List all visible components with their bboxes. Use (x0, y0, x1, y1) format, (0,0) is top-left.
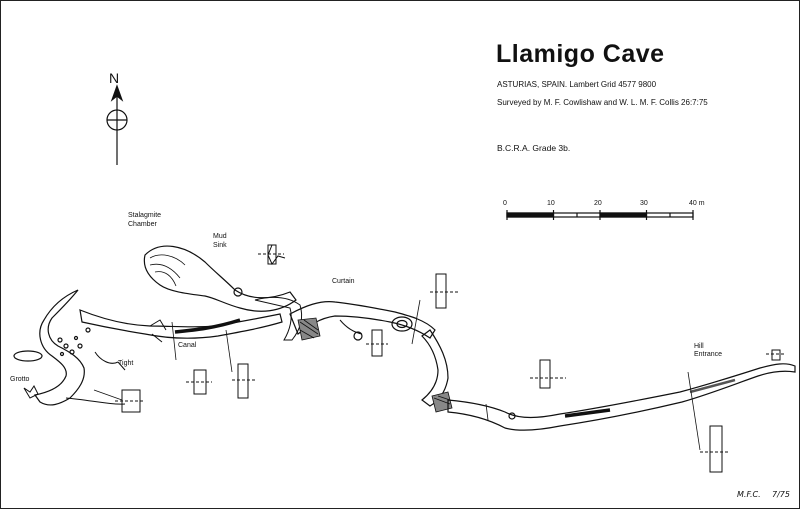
label-chamber: Chamber (128, 221, 157, 228)
scale-tick-40: 40 m (689, 200, 705, 207)
label-tight: Tight (118, 360, 134, 367)
label-sink: Sink (213, 242, 227, 249)
scale-tick-20: 20 (594, 200, 602, 207)
cross-sections (115, 244, 784, 473)
map-survey-credit: Surveyed by M. F. Cowlishaw and W. L. M.… (497, 98, 708, 107)
label-mud: Mud (213, 233, 227, 240)
passage-descent (421, 329, 453, 413)
label-entrance: Entrance (694, 351, 723, 358)
scale-tick-30: 30 (640, 200, 648, 207)
north-label: N (109, 70, 120, 86)
map-grade: B.C.R.A. Grade 3b. (497, 143, 571, 153)
label-canal: Canal (178, 342, 197, 349)
section-lines (93, 299, 701, 451)
scale-tick-10: 10 (547, 200, 555, 207)
scale-bar (506, 210, 694, 220)
map-title: Llamigo Cave (496, 40, 665, 68)
surveyor-initials: M.F.C. (737, 490, 761, 499)
scale-tick-0: 0 (503, 200, 507, 207)
passage-west-chamber (13, 289, 283, 406)
label-hill: Hill (694, 343, 704, 350)
label-grotto: Grotto (10, 376, 30, 383)
map-location: ASTURIAS, SPAIN. Lambert Grid 4577 9800 (497, 80, 657, 89)
passage-central (289, 301, 436, 341)
label-curtain: Curtain (332, 278, 355, 285)
survey-date: 7/75 (772, 490, 790, 499)
passage-east (447, 363, 796, 431)
north-arrow (106, 84, 128, 165)
passage-stalagmite-branch (143, 244, 303, 341)
label-stalagmite: Stalagmite (128, 212, 162, 219)
